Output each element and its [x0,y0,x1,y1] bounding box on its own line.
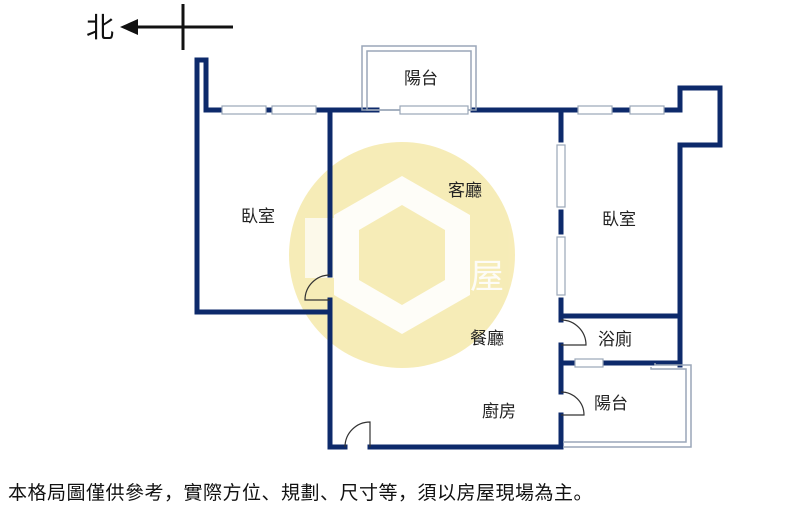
windows [221,105,665,368]
wall-outer-top [194,57,380,113]
label-kitchen: 廚房 [482,401,516,422]
wall-dining-left [327,297,348,450]
door-entrance [344,421,371,448]
window-left-bedroom-1 [221,105,267,115]
label-balcony-bottom: 陽台 [594,394,628,414]
door-bathroom [560,319,587,346]
label-dining-room: 餐廳 [470,329,504,349]
watermark-text: 屋 [470,257,504,297]
doors [304,274,587,448]
door-left-bedroom [304,274,331,301]
room-labels: 陽台 臥室 客廳 臥室 餐廳 浴廁 廚房 陽台 [241,69,636,422]
window-balcony-door [399,105,469,115]
door-kitchen-balcony [560,391,585,416]
watermark-inner-hexagon [359,205,445,305]
label-bedroom-left: 臥室 [241,207,275,227]
window-bathroom [574,358,604,368]
window-right-bedroom-1 [577,105,613,115]
window-partition-2 [556,236,566,296]
window-partition-1 [556,144,566,208]
window-right-bedroom-2 [629,105,665,115]
wall-left-bedroom [194,57,333,315]
watermark: 屋 [289,142,515,368]
north-label: 北 [86,11,114,44]
label-bedroom-right: 臥室 [602,210,636,230]
balcony-bottom-outer [563,363,692,448]
balcony-bottom-inner [563,367,687,443]
north-compass: 北 [86,4,233,50]
disclaimer-text: 本格局圖僅供參考，實際方位、規劃、尺寸等，須以房屋現場為主。 [8,482,594,504]
compass-arrow-head [120,19,138,35]
label-balcony-top: 陽台 [404,69,438,89]
label-living-room: 客廳 [448,181,482,201]
window-left-bedroom-2 [271,105,317,115]
wall-outer-top-right [470,85,723,368]
label-bathroom: 浴廁 [598,329,632,350]
